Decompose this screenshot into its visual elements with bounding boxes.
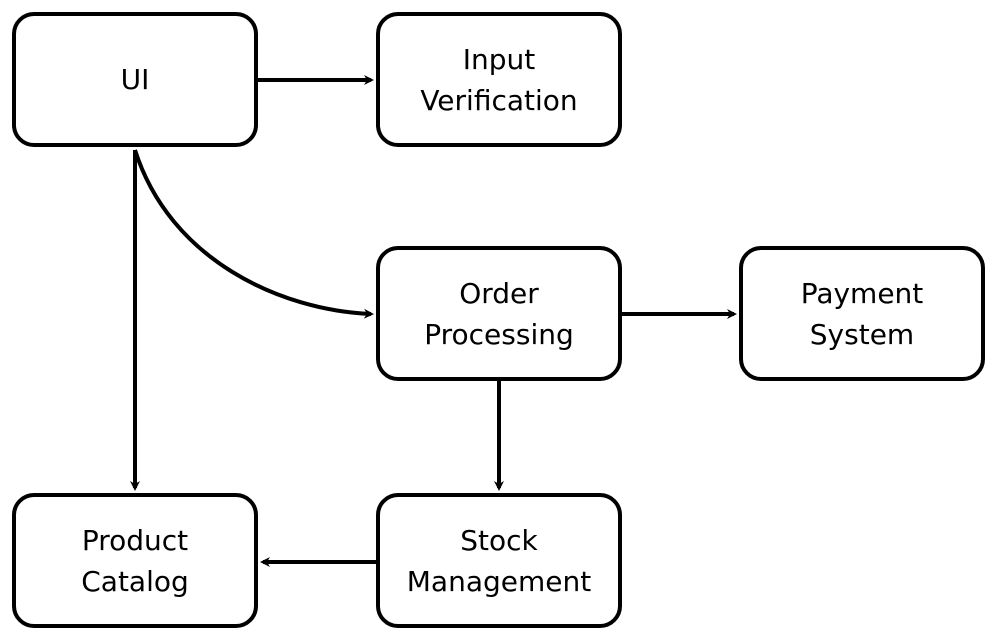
node-label-line: Product [81,523,189,557]
node-label-line: System [809,317,915,351]
node-order-processing: Order Processing [376,246,622,381]
node-label-line: UI [120,63,150,96]
node-product-catalog: Product Catalog [12,493,258,628]
edge-ui-to-order-processing [133,149,374,319]
node-ui: UI [12,12,258,147]
node-label-line: Catalog [81,564,189,598]
node-label-line: Processing [424,317,574,351]
node-payment-system: Payment System [739,246,985,381]
node-label-line: Verification [420,83,578,117]
node-input-verification: Input Verification [376,12,622,147]
node-label-line: Stock [460,523,538,557]
node-label-line: Input [462,42,536,76]
node-label-line: Order [459,276,539,310]
node-label-line: Payment [800,276,924,310]
node-label-line: Management [406,564,592,598]
node-stock-management: Stock Management [376,493,622,628]
